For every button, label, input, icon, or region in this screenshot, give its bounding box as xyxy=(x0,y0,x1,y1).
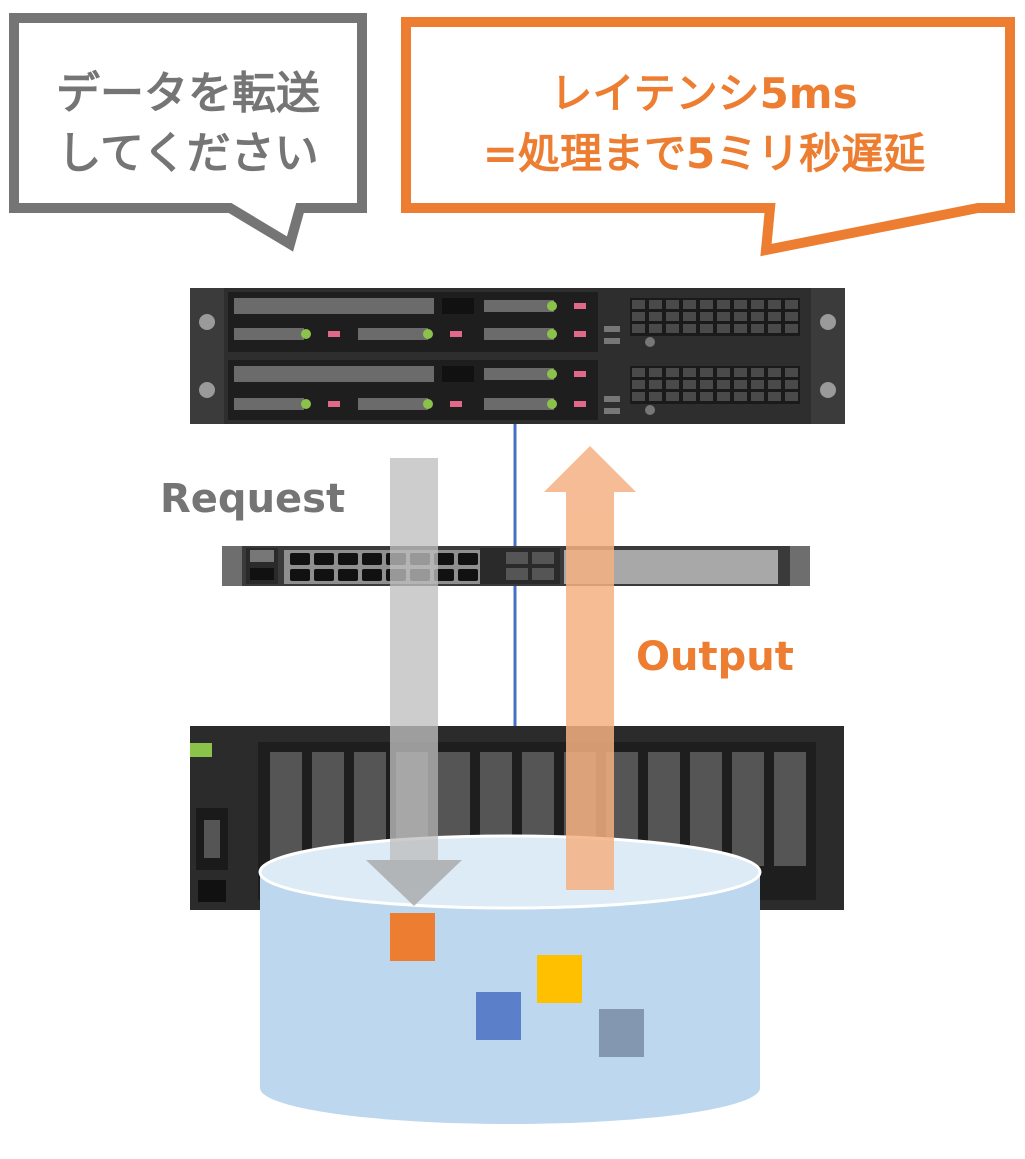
server-unit-top xyxy=(190,288,845,356)
data-block-yellow xyxy=(537,955,582,1003)
server-unit-bottom xyxy=(190,356,845,424)
network-switch xyxy=(222,546,810,586)
server-vent-grid xyxy=(632,300,798,401)
database-cylinder xyxy=(258,834,762,1124)
latency-bubble-line2: =処理まで5ミリ秒遅延 xyxy=(483,129,925,178)
output-label: Output xyxy=(636,634,794,680)
latency-speech-bubble: レイテンシ5ms =処理まで5ミリ秒遅延 xyxy=(401,17,1015,257)
request-bubble-line1: データを転送 xyxy=(56,68,320,119)
data-block-gray xyxy=(599,1009,644,1057)
output-arrow xyxy=(544,446,636,890)
request-label: Request xyxy=(160,476,345,522)
request-speech-bubble: データを転送 してください xyxy=(9,13,367,252)
latency-bubble-line1: レイテンシ5ms xyxy=(550,69,857,118)
data-block-blue xyxy=(476,992,521,1040)
rack-server-stack xyxy=(190,288,845,424)
storage-status-led xyxy=(190,743,212,757)
request-arrow xyxy=(366,458,462,906)
data-block-orange xyxy=(390,913,435,961)
request-bubble-line2: してください xyxy=(57,128,318,179)
